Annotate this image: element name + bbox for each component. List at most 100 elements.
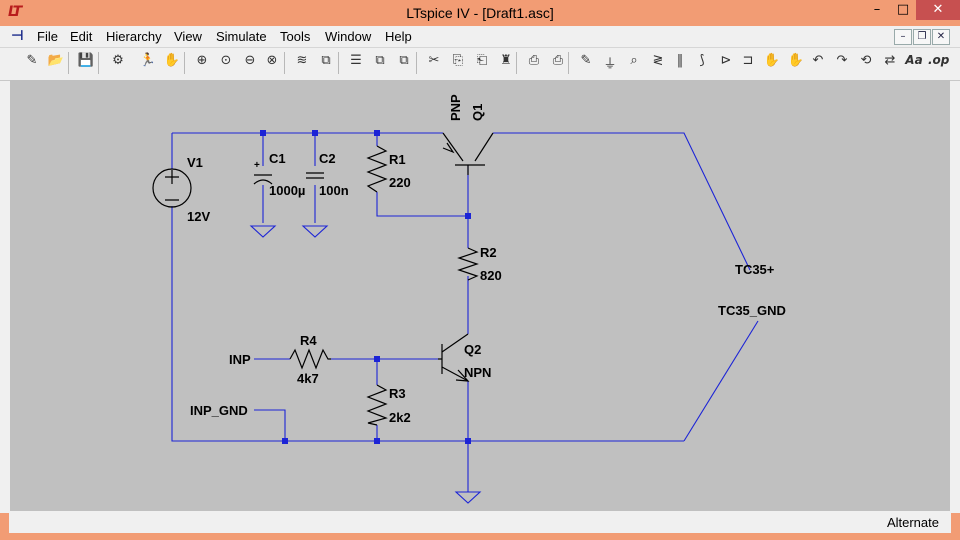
q2-name: Q2 — [464, 342, 481, 357]
copy-icon[interactable]: ⎘ — [452, 53, 464, 68]
capacitor-icon[interactable]: ‖ — [676, 53, 684, 68]
toolbar-separator — [568, 52, 569, 74]
r3-value: 2k2 — [389, 410, 411, 425]
r4-resistor[interactable] — [289, 348, 331, 370]
autoscale-icon[interactable]: ≋ — [296, 53, 308, 68]
c1-polarity: + — [254, 160, 260, 171]
print-setup-icon[interactable]: ⎙ — [528, 53, 540, 68]
control-panel-icon[interactable]: ⚙ — [112, 53, 124, 68]
save-icon[interactable]: 💾 — [77, 53, 95, 68]
r4-name: R4 — [300, 333, 317, 348]
q1-name: Q1 — [470, 104, 485, 121]
run-icon[interactable]: 🏃 — [139, 53, 157, 68]
r1-resistor[interactable] — [366, 145, 388, 193]
menu-window[interactable]: Window — [325, 29, 372, 44]
zoom-in-icon[interactable]: ⊕ — [196, 53, 208, 68]
toolbar-separator — [338, 52, 339, 74]
paste-icon[interactable]: ⎗ — [476, 53, 488, 68]
v1-name: V1 — [187, 155, 203, 170]
r1-name: R1 — [389, 152, 406, 167]
net-label-tc35-gnd[interactable]: TC35_GND — [718, 303, 786, 318]
mdi-close-button[interactable]: ✕ — [932, 29, 950, 45]
menu-edit[interactable]: Edit — [70, 29, 93, 44]
zoom-out-icon[interactable]: ⊖ — [244, 53, 256, 68]
move-icon[interactable]: ✋ — [763, 53, 781, 68]
cut-icon[interactable]: ✂ — [428, 53, 440, 68]
r4-value: 4k7 — [297, 371, 319, 386]
redo-icon[interactable]: ↷ — [836, 53, 848, 68]
drag-icon[interactable]: ✋ — [787, 53, 805, 68]
lt-logo-icon: LT — [8, 4, 22, 20]
halt-icon[interactable]: ✋ — [163, 53, 181, 68]
c1-capacitor[interactable] — [253, 174, 273, 185]
minimize-button[interactable]: – — [873, 2, 881, 17]
c2-capacitor[interactable] — [306, 172, 324, 179]
resistor-icon[interactable]: ≷ — [652, 53, 664, 68]
menu-hierarchy[interactable]: Hierarchy — [106, 29, 162, 44]
document-icon[interactable]: ⊣ — [11, 28, 24, 44]
close-button[interactable]: ✕ — [916, 0, 960, 20]
toolbar-separator — [98, 52, 99, 74]
v1-value: 12V — [187, 209, 210, 224]
mirror-icon[interactable]: ⇄ — [884, 53, 896, 68]
mdi-restore-button[interactable]: ❐ — [913, 29, 931, 45]
menu-simulate[interactable]: Simulate — [216, 29, 267, 44]
waveform-icon[interactable]: ⧉ — [321, 53, 331, 68]
r2-resistor[interactable] — [457, 247, 479, 281]
ground-symbols[interactable] — [249, 225, 482, 504]
menu-tools[interactable]: Tools — [280, 29, 311, 44]
q2-type: NPN — [464, 365, 491, 380]
maximize-button[interactable]: □ — [896, 2, 910, 17]
toolbar-separator — [516, 52, 517, 74]
r2-value: 820 — [480, 268, 502, 283]
cascade-icon[interactable]: ⧉ — [375, 53, 385, 68]
inductor-icon[interactable]: ⟆ — [699, 53, 705, 68]
print-icon[interactable]: ⎙ — [552, 53, 564, 68]
tile-horizontal-icon[interactable]: ☰ — [350, 53, 362, 68]
toolbar-separator — [184, 52, 185, 74]
r3-name: R3 — [389, 386, 406, 401]
find-icon[interactable]: ♜ — [500, 53, 512, 68]
c1-name: C1 — [269, 151, 286, 166]
spice-directive-icon[interactable]: .op — [928, 53, 950, 67]
c2-name: C2 — [319, 151, 336, 166]
wire-icon[interactable]: ✎ — [580, 53, 592, 68]
schematic-drawing[interactable]: V1 12V + C1 1000µ C2 100n R1 220 R2 820 … — [10, 80, 950, 511]
window-title: LTspice IV - [Draft1.asc] — [406, 5, 554, 21]
mdi-minimize-button[interactable]: – — [894, 29, 912, 45]
menu-file[interactable]: File — [37, 29, 58, 44]
toolbar-separator — [284, 52, 285, 74]
net-label-tc35-plus[interactable]: TC35+ — [735, 262, 775, 277]
toolbar: ✎ 📂 💾 ⚙ 🏃 ✋ ⊕ ⊙ ⊖ ⊗ ≋ ⧉ ☰ ⧉ ⧉ ✂ ⎘ ⎗ ♜ ⎙ ⎙ ✎ ⏚ ⌕ ≷ ‖ ⟆ ⊳ ⊐ ✋ ✋ ↶ ↷ ⟲ ⇄ Aa .op — [0, 47, 960, 81]
menu-bar: ⊣ File Edit Hierarchy View Simulate Tool… — [0, 26, 960, 47]
q1-type: PNP — [448, 94, 463, 121]
r3-resistor[interactable] — [366, 384, 388, 426]
open-icon[interactable]: 📂 — [47, 53, 65, 68]
tile-vertical-icon[interactable]: ⧉ — [399, 53, 409, 68]
new-schematic-icon[interactable]: ✎ — [26, 53, 38, 68]
c1-value: 1000µ — [269, 183, 305, 198]
menu-help[interactable]: Help — [385, 29, 412, 44]
undo-icon[interactable]: ↶ — [812, 53, 824, 68]
text-icon[interactable]: Aa — [905, 53, 923, 67]
schematic-canvas[interactable]: V1 12V + C1 1000µ C2 100n R1 220 R2 820 … — [10, 80, 950, 511]
r2-name: R2 — [480, 245, 497, 260]
pan-icon[interactable]: ⊙ — [220, 53, 232, 68]
rotate-icon[interactable]: ⟲ — [860, 53, 872, 68]
diode-icon[interactable]: ⊳ — [720, 53, 732, 68]
zoom-fit-icon[interactable]: ⊗ — [266, 53, 278, 68]
wires[interactable] — [171, 132, 759, 492]
title-bar: LT LTspice IV - [Draft1.asc] – □ ✕ — [0, 0, 960, 26]
ground-icon[interactable]: ⏚ — [603, 57, 617, 72]
component-icon[interactable]: ⊐ — [742, 53, 754, 68]
q1-pnp-transistor[interactable] — [442, 132, 494, 175]
net-label-inp-gnd[interactable]: INP_GND — [190, 403, 248, 418]
toolbar-separator — [68, 52, 69, 74]
q2-npn-transistor[interactable] — [438, 333, 470, 382]
status-text: Alternate — [886, 515, 939, 530]
label-net-icon[interactable]: ⌕ — [630, 53, 638, 68]
net-label-inp[interactable]: INP — [229, 352, 251, 367]
menu-view[interactable]: View — [174, 29, 202, 44]
status-panel: Alternate — [9, 513, 951, 533]
v1-voltage-source[interactable] — [152, 168, 192, 208]
